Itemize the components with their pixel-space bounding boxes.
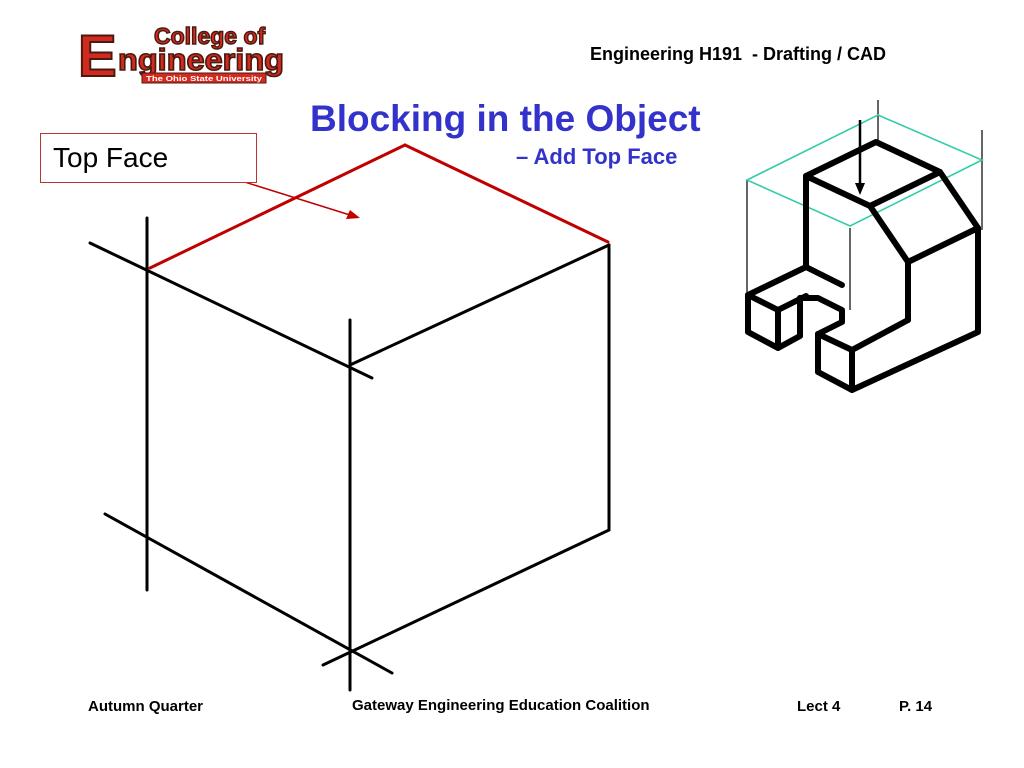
bottom-right-edge-line bbox=[321, 528, 611, 667]
top-right-edge-line bbox=[348, 243, 611, 367]
top-face-edges bbox=[148, 143, 610, 270]
top-face-back-left-edge bbox=[148, 143, 407, 270]
view-arrow-head bbox=[855, 183, 865, 195]
logo-big-e: E bbox=[78, 24, 117, 84]
footer-lecture: Lect 4 bbox=[797, 698, 841, 715]
footer-quarter: Autumn Quarter bbox=[88, 698, 204, 715]
logo-tagline: The Ohio State University bbox=[146, 74, 263, 83]
college-of-engineering-logo: E College of ngineering The Ohio State U… bbox=[74, 18, 290, 84]
top-left-edge-line bbox=[88, 241, 374, 380]
slide-title: Blocking in the Object bbox=[310, 98, 701, 139]
callout-arrow-head bbox=[346, 210, 360, 219]
footer-coalition: Gateway Engineering Education Coalition bbox=[352, 697, 650, 714]
reference-object-outline bbox=[745, 139, 981, 393]
slide-subtitle: – Add Top Face bbox=[516, 144, 678, 169]
blocking-cube bbox=[88, 216, 611, 692]
top-face-callout: Top Face bbox=[40, 133, 257, 183]
logo-tagline-bar bbox=[141, 72, 267, 84]
logo-college-of: College of bbox=[154, 23, 266, 49]
reference-object bbox=[745, 100, 984, 393]
top-face-back-right-edge bbox=[403, 143, 610, 244]
top-face-label: Top Face bbox=[53, 142, 169, 173]
bottom-left-edge-line bbox=[103, 512, 394, 675]
logo-engineering: ngineering bbox=[118, 42, 284, 77]
reference-top-face-box bbox=[745, 114, 984, 227]
course-title: Engineering H191 - Drafting / CAD bbox=[590, 44, 887, 64]
reference-construction-lines bbox=[746, 100, 983, 310]
footer-page-number: P. 14 bbox=[899, 698, 933, 715]
